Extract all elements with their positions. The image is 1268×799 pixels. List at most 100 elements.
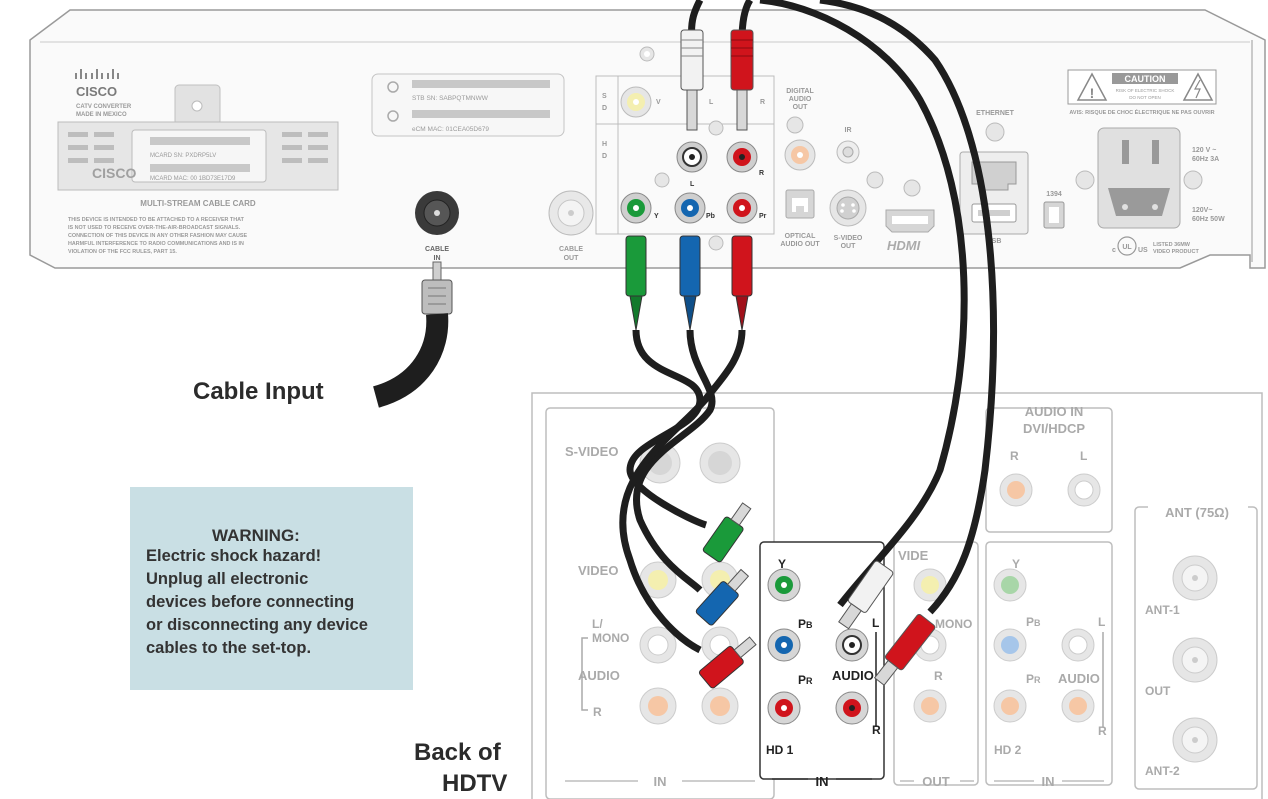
svg-text:R: R <box>759 170 764 177</box>
warning-line: or disconnecting any device <box>146 616 368 634</box>
svg-text:R: R <box>1098 724 1107 738</box>
stb-audio-l-jack <box>676 141 708 173</box>
svg-text:UL: UL <box>1122 244 1132 251</box>
svg-text:L: L <box>1080 449 1087 463</box>
ecm-mac: eCM MAC: 01CEA05D679 <box>412 126 489 133</box>
svg-text:CABLE: CABLE <box>559 246 583 253</box>
svg-text:B: B <box>1034 618 1041 628</box>
svg-text:VIDEO: VIDEO <box>578 563 618 578</box>
cable-out-port <box>548 190 594 236</box>
usb-port <box>971 203 1017 223</box>
svg-text:IN: IN <box>816 774 829 789</box>
warning-line: Electric shock hazard! <box>146 547 322 565</box>
audio-r-cable <box>730 0 997 686</box>
cable-in-port <box>415 191 459 235</box>
brand-name: CISCO <box>76 84 117 99</box>
warning-line: cables to the set-top. <box>146 639 312 657</box>
svg-text:AUDIO: AUDIO <box>578 668 620 683</box>
card-title: MULTI-STREAM CABLE CARD <box>140 199 256 208</box>
svg-text:R: R <box>872 723 881 737</box>
svg-text:RISK OF ELECTRIC SHOCK: RISK OF ELECTRIC SHOCK <box>1116 88 1175 93</box>
warning-box: WARNING: Electric shock hazard! Unplug a… <box>130 487 413 690</box>
card-sn: MCARD SN: PXDRP5LV <box>150 153 216 159</box>
svg-text:DO NOT OPEN: DO NOT OPEN <box>1129 95 1160 100</box>
back-of-label: Back of <box>414 739 501 766</box>
screw <box>1183 170 1203 190</box>
card-mac: MCARD MAC: 00 1BD73E17D9 <box>150 176 236 182</box>
optical-audio-out-port <box>785 189 815 219</box>
svg-text:Y: Y <box>1012 557 1020 571</box>
svg-text:DIGITAL: DIGITAL <box>786 88 814 95</box>
cable-input-label: Cable Input <box>193 378 324 405</box>
svg-text:VIDE: VIDE <box>898 548 929 563</box>
svg-text:S: S <box>602 93 607 100</box>
svg-text:Pb: Pb <box>706 213 715 220</box>
cisco-logo <box>75 69 119 79</box>
svg-text:IN: IN <box>654 774 667 789</box>
svg-text:1394: 1394 <box>1046 191 1062 198</box>
svg-text:L: L <box>690 181 695 188</box>
svg-text:AUDIO OUT: AUDIO OUT <box>780 241 820 248</box>
screw <box>985 122 1005 142</box>
svideo-out-port <box>829 189 867 227</box>
hd1-audio-r-jack <box>835 691 869 725</box>
svg-text:ANT (75Ω): ANT (75Ω) <box>1165 505 1229 520</box>
screw <box>903 179 921 197</box>
svg-text:IS NOT USED TO RECEIVE OVER-TH: IS NOT USED TO RECEIVE OVER-THE-AIR-BROA… <box>68 225 241 231</box>
svg-text:ANT-1: ANT-1 <box>1145 603 1180 617</box>
sd-video-jack <box>620 86 652 118</box>
svg-text:P: P <box>1026 615 1034 629</box>
svg-text:OUT: OUT <box>793 104 809 111</box>
svg-text:OUT: OUT <box>841 243 857 250</box>
svg-text:60Hz 50W: 60Hz 50W <box>1192 216 1225 223</box>
hdtv-label: HDTV <box>442 770 508 797</box>
svg-text:LISTED 36MW: LISTED 36MW <box>1153 242 1191 248</box>
svg-text:OUT: OUT <box>922 774 950 789</box>
svg-text:HARMFUL INTERFERENCE TO RADIO: HARMFUL INTERFERENCE TO RADIO COMMUNICAT… <box>68 241 244 247</box>
svg-text:US: US <box>1138 247 1148 254</box>
svg-text:L: L <box>709 99 714 106</box>
svg-text:c: c <box>1112 247 1116 254</box>
svg-text:MONO: MONO <box>935 617 972 631</box>
power-outlet <box>1097 127 1181 229</box>
svg-text:CABLE: CABLE <box>425 246 449 253</box>
svg-text:S-VIDEO: S-VIDEO <box>834 235 863 242</box>
warning-line: devices before connecting <box>146 593 355 611</box>
svg-text:D: D <box>602 105 607 112</box>
svg-text:VIDEO PRODUCT: VIDEO PRODUCT <box>1153 249 1199 255</box>
svg-text:60Hz 3A: 60Hz 3A <box>1192 156 1219 163</box>
hd1-audio-l-jack <box>835 628 869 662</box>
svg-text:B: B <box>806 620 813 630</box>
svg-text:IN: IN <box>434 255 441 262</box>
svg-text:Pr: Pr <box>759 213 767 220</box>
svg-text:120V~: 120V~ <box>1192 207 1212 214</box>
svg-text:P: P <box>1026 672 1034 686</box>
stb-pr-jack <box>726 192 758 224</box>
svg-text:OPTICAL: OPTICAL <box>785 233 816 240</box>
hd1-y-jack <box>767 568 801 602</box>
warning-line: Unplug all electronic <box>146 570 309 588</box>
svg-text:CONNECTION OF THIS DEVICE IN A: CONNECTION OF THIS DEVICE IN ANY OTHER F… <box>68 233 248 239</box>
serial-labels <box>371 73 565 137</box>
svg-text:OUT: OUT <box>1145 684 1171 698</box>
coax-cable <box>372 261 453 408</box>
hdmi-port <box>885 209 935 233</box>
ir-port <box>836 140 860 164</box>
svg-text:L/: L/ <box>592 617 603 631</box>
svg-text:ANT-2: ANT-2 <box>1145 764 1180 778</box>
stb-sn: STB SN: SABPQTMNWW <box>412 95 489 102</box>
svg-text:AUDIO: AUDIO <box>789 96 812 103</box>
component-pr-cable <box>619 235 757 689</box>
stb-y-jack <box>620 192 652 224</box>
dvi-audio-jacks <box>999 473 1101 507</box>
fcc-notice: THIS DEVICE IS INTENDED TO BE ATTACHED T… <box>68 217 248 255</box>
hd1-pr-jack <box>767 691 801 725</box>
hd1-pb-jack <box>767 628 801 662</box>
svg-text:L: L <box>872 616 879 630</box>
svg-text:V: V <box>656 99 661 106</box>
caution-label: ! <box>1067 69 1217 105</box>
svg-text:P: P <box>798 673 806 687</box>
svg-text:AUDIO: AUDIO <box>1058 671 1100 686</box>
warning-title: WARNING: <box>212 526 300 545</box>
